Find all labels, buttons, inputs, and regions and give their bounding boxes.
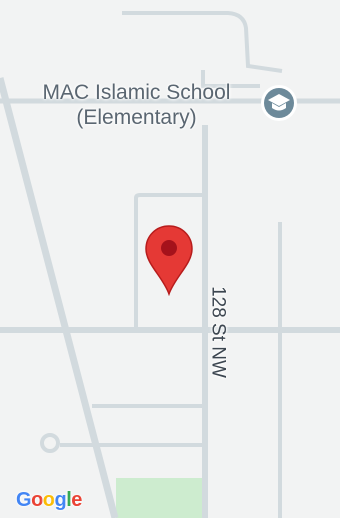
google-logo-letter: G xyxy=(16,489,32,511)
road-top-connector xyxy=(201,70,260,88)
google-logo-letter: g xyxy=(54,489,67,511)
google-logo: Google xyxy=(16,489,82,512)
poi-name-line2: (Elementary) xyxy=(76,106,197,129)
road-diagonal xyxy=(0,77,119,518)
road-top-curve xyxy=(122,11,283,73)
poi-name-line1: MAC Islamic School xyxy=(42,81,231,104)
park-area xyxy=(116,478,204,518)
google-logo-letter: e xyxy=(71,489,82,511)
google-logo-letter: l xyxy=(66,489,72,511)
poi-label-school[interactable]: MAC Islamic School (Elementary) xyxy=(14,80,259,130)
map-pin-icon[interactable] xyxy=(143,224,195,296)
road-cul-de-sac xyxy=(40,433,60,453)
graduation-cap-icon[interactable] xyxy=(259,83,299,123)
road-marker-loop xyxy=(134,193,205,330)
google-logo-letter: o xyxy=(31,489,43,511)
google-logo-letter: o xyxy=(42,489,55,511)
street-label-128-st-nw: 128 St NW xyxy=(207,286,229,378)
